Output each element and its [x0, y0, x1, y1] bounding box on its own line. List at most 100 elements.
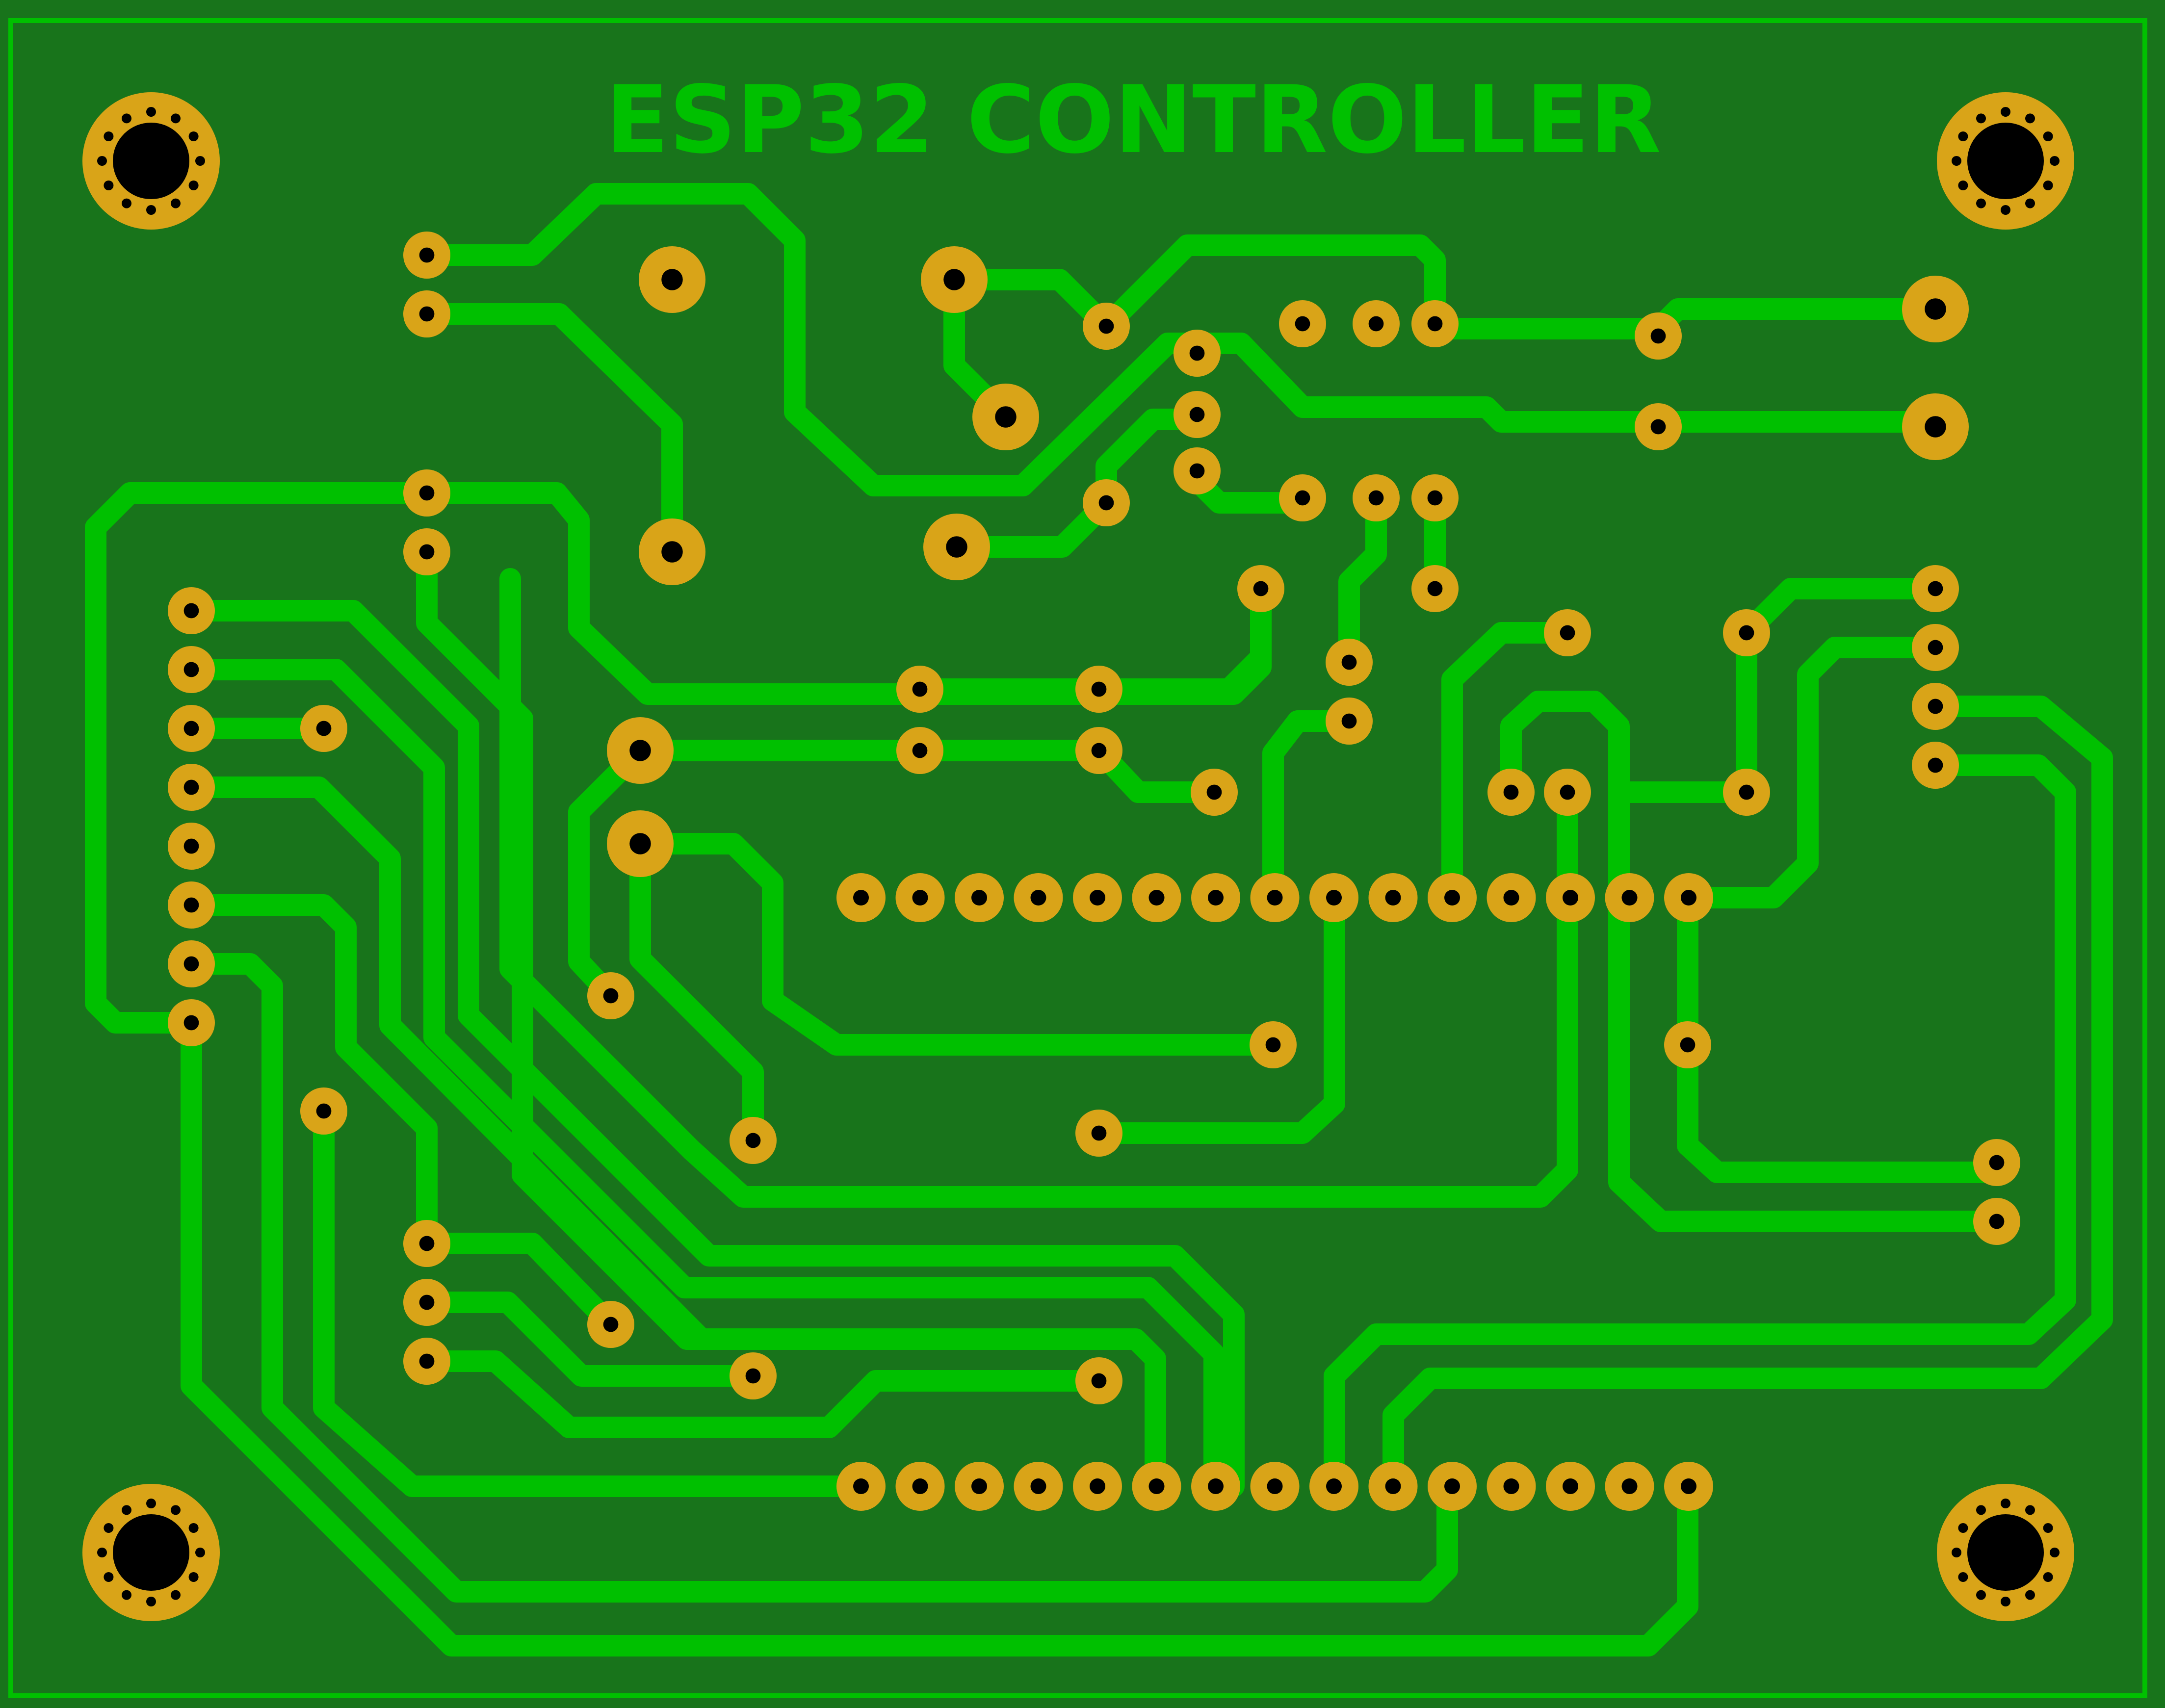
esp32-header-top-pin-9	[1309, 873, 1358, 922]
esp32-header-top-pin-10	[1368, 873, 1418, 922]
pad-51	[168, 646, 215, 693]
pad-15	[1411, 474, 1459, 521]
pad-44	[403, 1220, 450, 1267]
trace-31	[499, 568, 1578, 1208]
pad-2	[403, 290, 450, 337]
pad-5	[1083, 303, 1130, 350]
pad-21	[1723, 609, 1770, 656]
trace-14	[181, 776, 712, 1350]
copper-pads	[168, 232, 2020, 1511]
esp32-header-top-pin-13	[1546, 873, 1595, 922]
copper-traces	[85, 183, 2113, 1656]
board-outline	[8, 18, 2147, 1698]
pad-29	[1912, 683, 1959, 730]
esp32-header-bottom-pin-12	[1487, 1462, 1536, 1511]
pad-24	[1723, 769, 1770, 816]
esp32-header-bottom-pin-13	[1546, 1462, 1595, 1511]
pad-28	[1912, 624, 1959, 671]
large-pad-8	[607, 717, 674, 784]
trace-28	[1088, 887, 1345, 1144]
pad-18	[1326, 639, 1373, 686]
esp32-header-top-pin-14	[1605, 873, 1654, 922]
pad-41	[1075, 1110, 1122, 1157]
pad-11	[1353, 300, 1400, 347]
esp32-header-top-pin-4	[1014, 873, 1063, 922]
esp32-header-bottom-pin-15	[1664, 1462, 1713, 1511]
trace-24	[629, 833, 1284, 1056]
trace-18	[313, 1100, 872, 1497]
pad-12	[1411, 300, 1459, 347]
esp32-header-top-pin-12	[1487, 873, 1536, 922]
pad-17	[1411, 565, 1459, 612]
board-title: ESP32 CONTROLLER	[605, 66, 1661, 174]
pad-20	[1544, 609, 1591, 656]
pad-32	[1075, 666, 1122, 713]
mounting-hole-bottom-left	[82, 1484, 220, 1621]
mounting-hole-top-left	[82, 92, 220, 230]
trace-30	[1500, 622, 1757, 803]
trace-1	[416, 183, 1946, 496]
pad-54	[168, 823, 215, 870]
pad-23	[1544, 769, 1591, 816]
pad-26	[1635, 403, 1682, 450]
trace-12	[181, 659, 1225, 1497]
pad-55	[168, 881, 215, 929]
esp32-header-top-pin-2	[895, 873, 945, 922]
pad-35	[1191, 769, 1238, 816]
pad-57	[168, 999, 215, 1046]
pad-39	[300, 1087, 347, 1135]
trace-17	[181, 1012, 1698, 1656]
trace-21	[416, 1350, 1110, 1438]
pad-22	[1487, 769, 1535, 816]
pad-30	[1912, 742, 1959, 789]
trace-29	[1441, 622, 1578, 908]
pad-47	[587, 1301, 634, 1348]
pad-53	[168, 764, 215, 811]
trace-2	[416, 303, 683, 560]
pad-38	[1664, 1021, 1711, 1068]
pad-1	[403, 232, 450, 279]
esp32-header-top-pin-6	[1132, 873, 1181, 922]
pad-27	[1912, 565, 1959, 612]
pad-33	[896, 727, 943, 774]
pad-25	[1635, 312, 1682, 360]
trace-10	[416, 541, 1166, 1497]
pad-8	[1174, 391, 1221, 438]
pad-36	[587, 972, 634, 1019]
pad-42	[1973, 1139, 2020, 1186]
trace-34	[1677, 637, 1946, 908]
trace-11	[181, 600, 1245, 1497]
esp32-header-bottom-pin-11	[1428, 1462, 1477, 1511]
pad-45	[403, 1279, 450, 1326]
pad-58	[300, 705, 347, 752]
pad-16	[1237, 565, 1284, 612]
pad-56	[168, 940, 215, 987]
pad-50	[168, 587, 215, 634]
pad-46	[403, 1338, 450, 1385]
pad-34	[1075, 727, 1122, 774]
trace-16	[181, 953, 1458, 1603]
esp32-header-top-pin-7	[1191, 873, 1240, 922]
large-pad-3	[921, 246, 988, 313]
trace-20	[416, 1292, 764, 1387]
esp32-header-top-pin-8	[1250, 873, 1300, 922]
mounting-holes	[82, 92, 2074, 1621]
esp32-header-top-pin-15	[1664, 873, 1713, 922]
esp32-header-bottom-pin-7	[1191, 1462, 1240, 1511]
pad-13	[1279, 474, 1326, 521]
pad-4	[403, 528, 450, 575]
large-pad-9	[607, 810, 674, 877]
esp32-header-bottom-pin-14	[1605, 1462, 1654, 1511]
trace-27	[1262, 710, 1360, 908]
pad-14	[1353, 474, 1400, 521]
esp32-header-bottom-pin-2	[895, 1462, 945, 1511]
trace-25	[629, 833, 764, 1151]
esp32-header-top-pin-1	[836, 873, 886, 922]
esp32-header-bottom-pin-3	[955, 1462, 1004, 1511]
large-pad-4	[972, 384, 1039, 450]
trace-37	[1324, 754, 2076, 1497]
esp32-header-bottom-pin-10	[1368, 1462, 1418, 1511]
esp32-header-bottom-pin-1	[836, 1462, 886, 1511]
pad-49	[1075, 1357, 1122, 1404]
